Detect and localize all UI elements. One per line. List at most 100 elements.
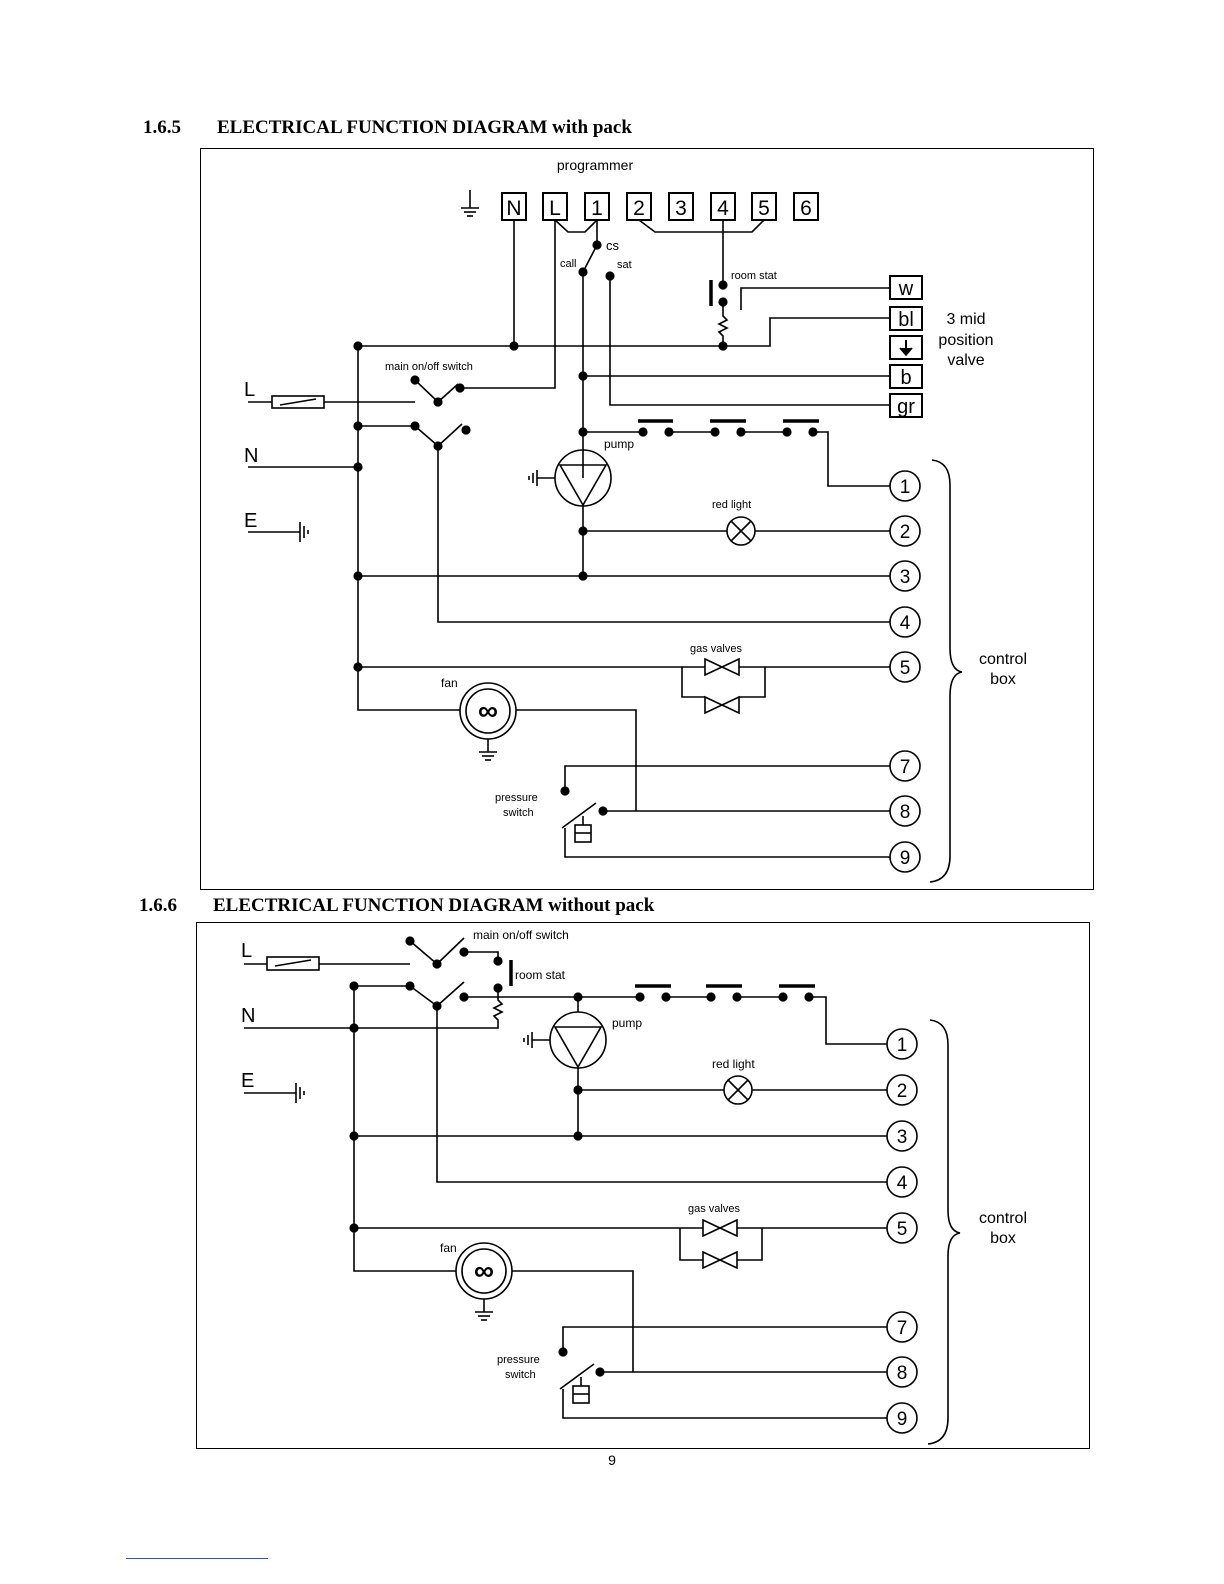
gas-valves-label: gas valves: [690, 643, 742, 655]
call-label: call: [560, 258, 577, 270]
svg-text:∞: ∞: [474, 1255, 494, 1286]
valve-terminal-bl: bl: [898, 309, 914, 331]
cb-terminal-4: 4: [897, 1173, 908, 1194]
control-box-brace: [927, 1019, 961, 1445]
terminal-3: 3: [675, 197, 687, 220]
programmer-terminals: [501, 192, 819, 221]
control-box-terminals: [886, 1028, 918, 1434]
valve-label-line2: position: [938, 332, 993, 349]
valve-label-line1: 3 mid: [946, 311, 985, 328]
fan-label: fan: [441, 676, 458, 690]
pressure-label-line2: switch: [505, 1369, 536, 1381]
supply-E: E: [241, 1070, 254, 1092]
cb-terminal-3: 3: [900, 567, 911, 588]
supply-N: N: [241, 1005, 255, 1027]
control-box-label-line1: control: [979, 1210, 1027, 1227]
sat-label: sat: [617, 259, 632, 271]
red-light-icon: [726, 516, 756, 546]
cb-terminal-2: 2: [897, 1081, 908, 1102]
fan-icon: ∞: [455, 1242, 513, 1321]
cb-terminal-5: 5: [900, 658, 911, 679]
pump-icon: [528, 449, 612, 507]
section-heading-without-pack: 1.6.6 ELECTRICAL FUNCTION DIAGRAM without…: [139, 895, 654, 917]
control-box-label-line1: control: [979, 651, 1027, 668]
limit-contacts: [635, 984, 887, 1045]
room-stat-label: room stat: [515, 968, 566, 982]
main-switch-icon: [405, 936, 469, 1011]
supply-L: L: [244, 379, 255, 401]
section-heading-with-pack: 1.6.5 ELECTRICAL FUNCTION DIAGRAM with pa…: [143, 117, 632, 139]
supply-N: N: [244, 445, 258, 467]
valve-terminal-gr: gr: [897, 396, 915, 418]
room-stat-label: room stat: [731, 270, 777, 282]
cb-terminal-8: 8: [897, 1363, 908, 1384]
fuse-icon: [266, 956, 320, 971]
main-switch-label: main on/off switch: [385, 361, 473, 373]
cb-terminal-7: 7: [897, 1318, 908, 1339]
programmer-label: programmer: [557, 157, 634, 173]
cb-terminal-1: 1: [900, 477, 911, 498]
terminal-5: 5: [758, 197, 770, 220]
fuse-icon: [271, 395, 325, 409]
valve-terminals: [889, 275, 923, 418]
control-box-label-line2: box: [990, 1230, 1016, 1247]
cb-terminal-5: 5: [897, 1219, 908, 1240]
earth-icon: [244, 1083, 305, 1103]
pump-icon: [523, 1011, 607, 1069]
red-light-label: red light: [712, 499, 751, 511]
cb-terminal-7: 7: [900, 757, 911, 778]
page-number: 9: [608, 1452, 616, 1468]
gas-valves-icon: [679, 1218, 763, 1270]
cb-terminal-8: 8: [900, 802, 911, 823]
terminal-4: 4: [717, 197, 729, 220]
cb-terminal-1: 1: [897, 1035, 908, 1056]
gas-valves-label: gas valves: [688, 1203, 740, 1215]
diagram-frame-with-pack: [200, 148, 1094, 890]
control-box-terminals: [889, 470, 921, 873]
supply-L: L: [241, 940, 252, 962]
section-title: ELECTRICAL FUNCTION DIAGRAM with pack: [217, 117, 632, 138]
red-light-label: red light: [712, 1057, 755, 1071]
cb-terminal-9: 9: [897, 1409, 908, 1430]
supply-E: E: [244, 510, 257, 532]
diagram-with-pack: programmer N L 1 2 3 4 5 6: [244, 157, 1027, 883]
section-number: 1.6.6: [139, 895, 177, 916]
diagram-without-pack: L N E main on/off switch room stat: [241, 928, 1027, 1445]
fan-label: fan: [440, 1241, 457, 1255]
red-light-icon: [723, 1075, 753, 1105]
section-title: ELECTRICAL FUNCTION DIAGRAM without pack: [213, 895, 655, 916]
control-box-label-line2: box: [990, 671, 1016, 688]
cs-label: cs: [606, 238, 620, 253]
pressure-label-line1: pressure: [495, 792, 538, 804]
valve-label-line3: valve: [947, 352, 984, 369]
pressure-label-line2: switch: [503, 807, 534, 819]
terminal-6: 6: [800, 197, 812, 220]
cb-terminal-3: 3: [897, 1127, 908, 1148]
main-switch-label: main on/off switch: [473, 928, 569, 942]
gas-valves-icon: [681, 657, 766, 715]
earth-icon: [248, 522, 309, 542]
pump-label: pump: [604, 437, 634, 451]
main-switch-icon: [410, 375, 471, 451]
svg-text:∞: ∞: [478, 695, 498, 726]
terminal-1: 1: [591, 197, 603, 220]
diagram-frame-without-pack: [196, 922, 1090, 1449]
fan-icon: ∞: [459, 682, 517, 761]
terminal-L: L: [549, 197, 561, 220]
cb-terminal-9: 9: [900, 848, 911, 869]
cb-terminal-4: 4: [900, 613, 911, 634]
pressure-label-line1: pressure: [497, 1354, 540, 1366]
limit-contacts: [638, 419, 890, 487]
section-number: 1.6.5: [143, 117, 181, 138]
pump-label: pump: [612, 1016, 642, 1030]
footer-underline: [126, 1558, 268, 1559]
terminal-2: 2: [633, 197, 645, 220]
pressure-switch-icon: [561, 802, 608, 843]
terminal-N: N: [506, 197, 521, 220]
valve-terminal-b: b: [900, 367, 911, 389]
pressure-switch-icon: [559, 1363, 605, 1404]
control-box-brace: [929, 459, 963, 883]
programmer-earth-icon: [461, 190, 479, 217]
cb-terminal-2: 2: [900, 522, 911, 543]
